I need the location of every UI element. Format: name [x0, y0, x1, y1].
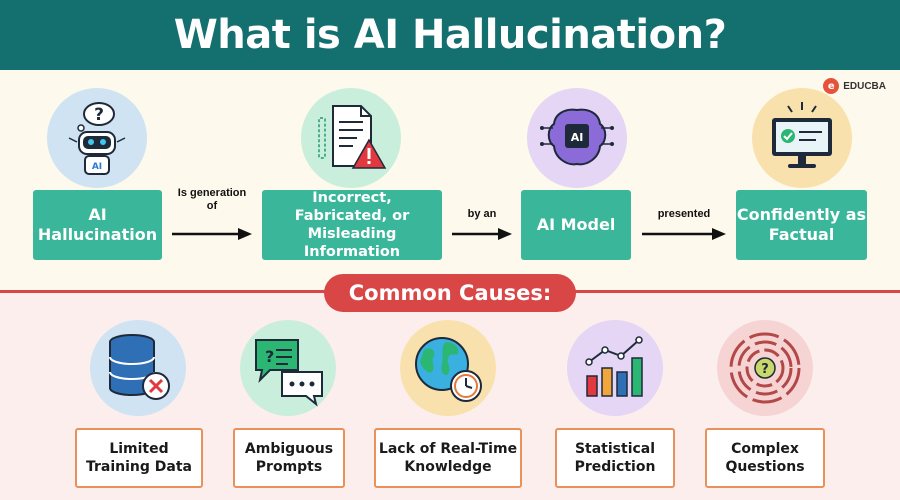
cause-complex-questions: Complex Questions: [705, 428, 825, 488]
connector-by-an: by an: [450, 208, 514, 245]
monitor-check-icon: [752, 88, 852, 188]
cause-limited-training-data: Limited Training Data: [75, 428, 203, 488]
globe-clock-icon: [400, 320, 496, 416]
flow-box-ai-model: AI Model: [521, 190, 631, 260]
brand-name: EDUCBA: [843, 80, 886, 92]
bar-chart-trend-icon: [567, 320, 663, 416]
flow-box-ai-hallucination: AI Hallucination: [33, 190, 162, 260]
educba-logo-icon: e: [823, 78, 840, 94]
connector-label: by an: [467, 208, 497, 220]
ai-chip-label: AI: [571, 131, 584, 144]
maze-question-icon: ?: [717, 320, 813, 416]
connector-presented: presented: [640, 208, 728, 245]
flow-box-incorrect-information: Incorrect, Fabricated, or Misleading Inf…: [262, 190, 442, 260]
ai-brain-chip-icon: AI: [527, 88, 627, 188]
maze-question-mark: ?: [761, 362, 769, 377]
brand-logo: e EDUCBA: [823, 78, 886, 94]
causes-title: Common Causes:: [324, 274, 576, 312]
connector-label: presented: [657, 208, 711, 220]
connector-is-generation-of: Is generation of: [170, 183, 254, 245]
cause-lack-of-real-time-knowledge: Lack of Real-Time Knowledge: [374, 428, 522, 488]
connector-label: Is generation of: [177, 187, 247, 212]
database-error-icon: [90, 320, 186, 416]
robot-thinking-icon: ? AI: [47, 88, 147, 188]
page-title: What is AI Hallucination?: [173, 12, 727, 58]
chat-bubbles-icon: ?: [240, 320, 336, 416]
header-banner: What is AI Hallucination?: [0, 0, 900, 70]
document-warning-icon: [301, 88, 401, 188]
flow-box-confidently-factual: Confidently as Factual: [736, 190, 867, 260]
cause-ambiguous-prompts: Ambiguous Prompts: [233, 428, 345, 488]
svg-text:?: ?: [265, 347, 274, 366]
question-mark: ?: [94, 105, 104, 125]
cause-statistical-prediction: Statistical Prediction: [555, 428, 675, 488]
robot-badge: AI: [92, 162, 102, 172]
